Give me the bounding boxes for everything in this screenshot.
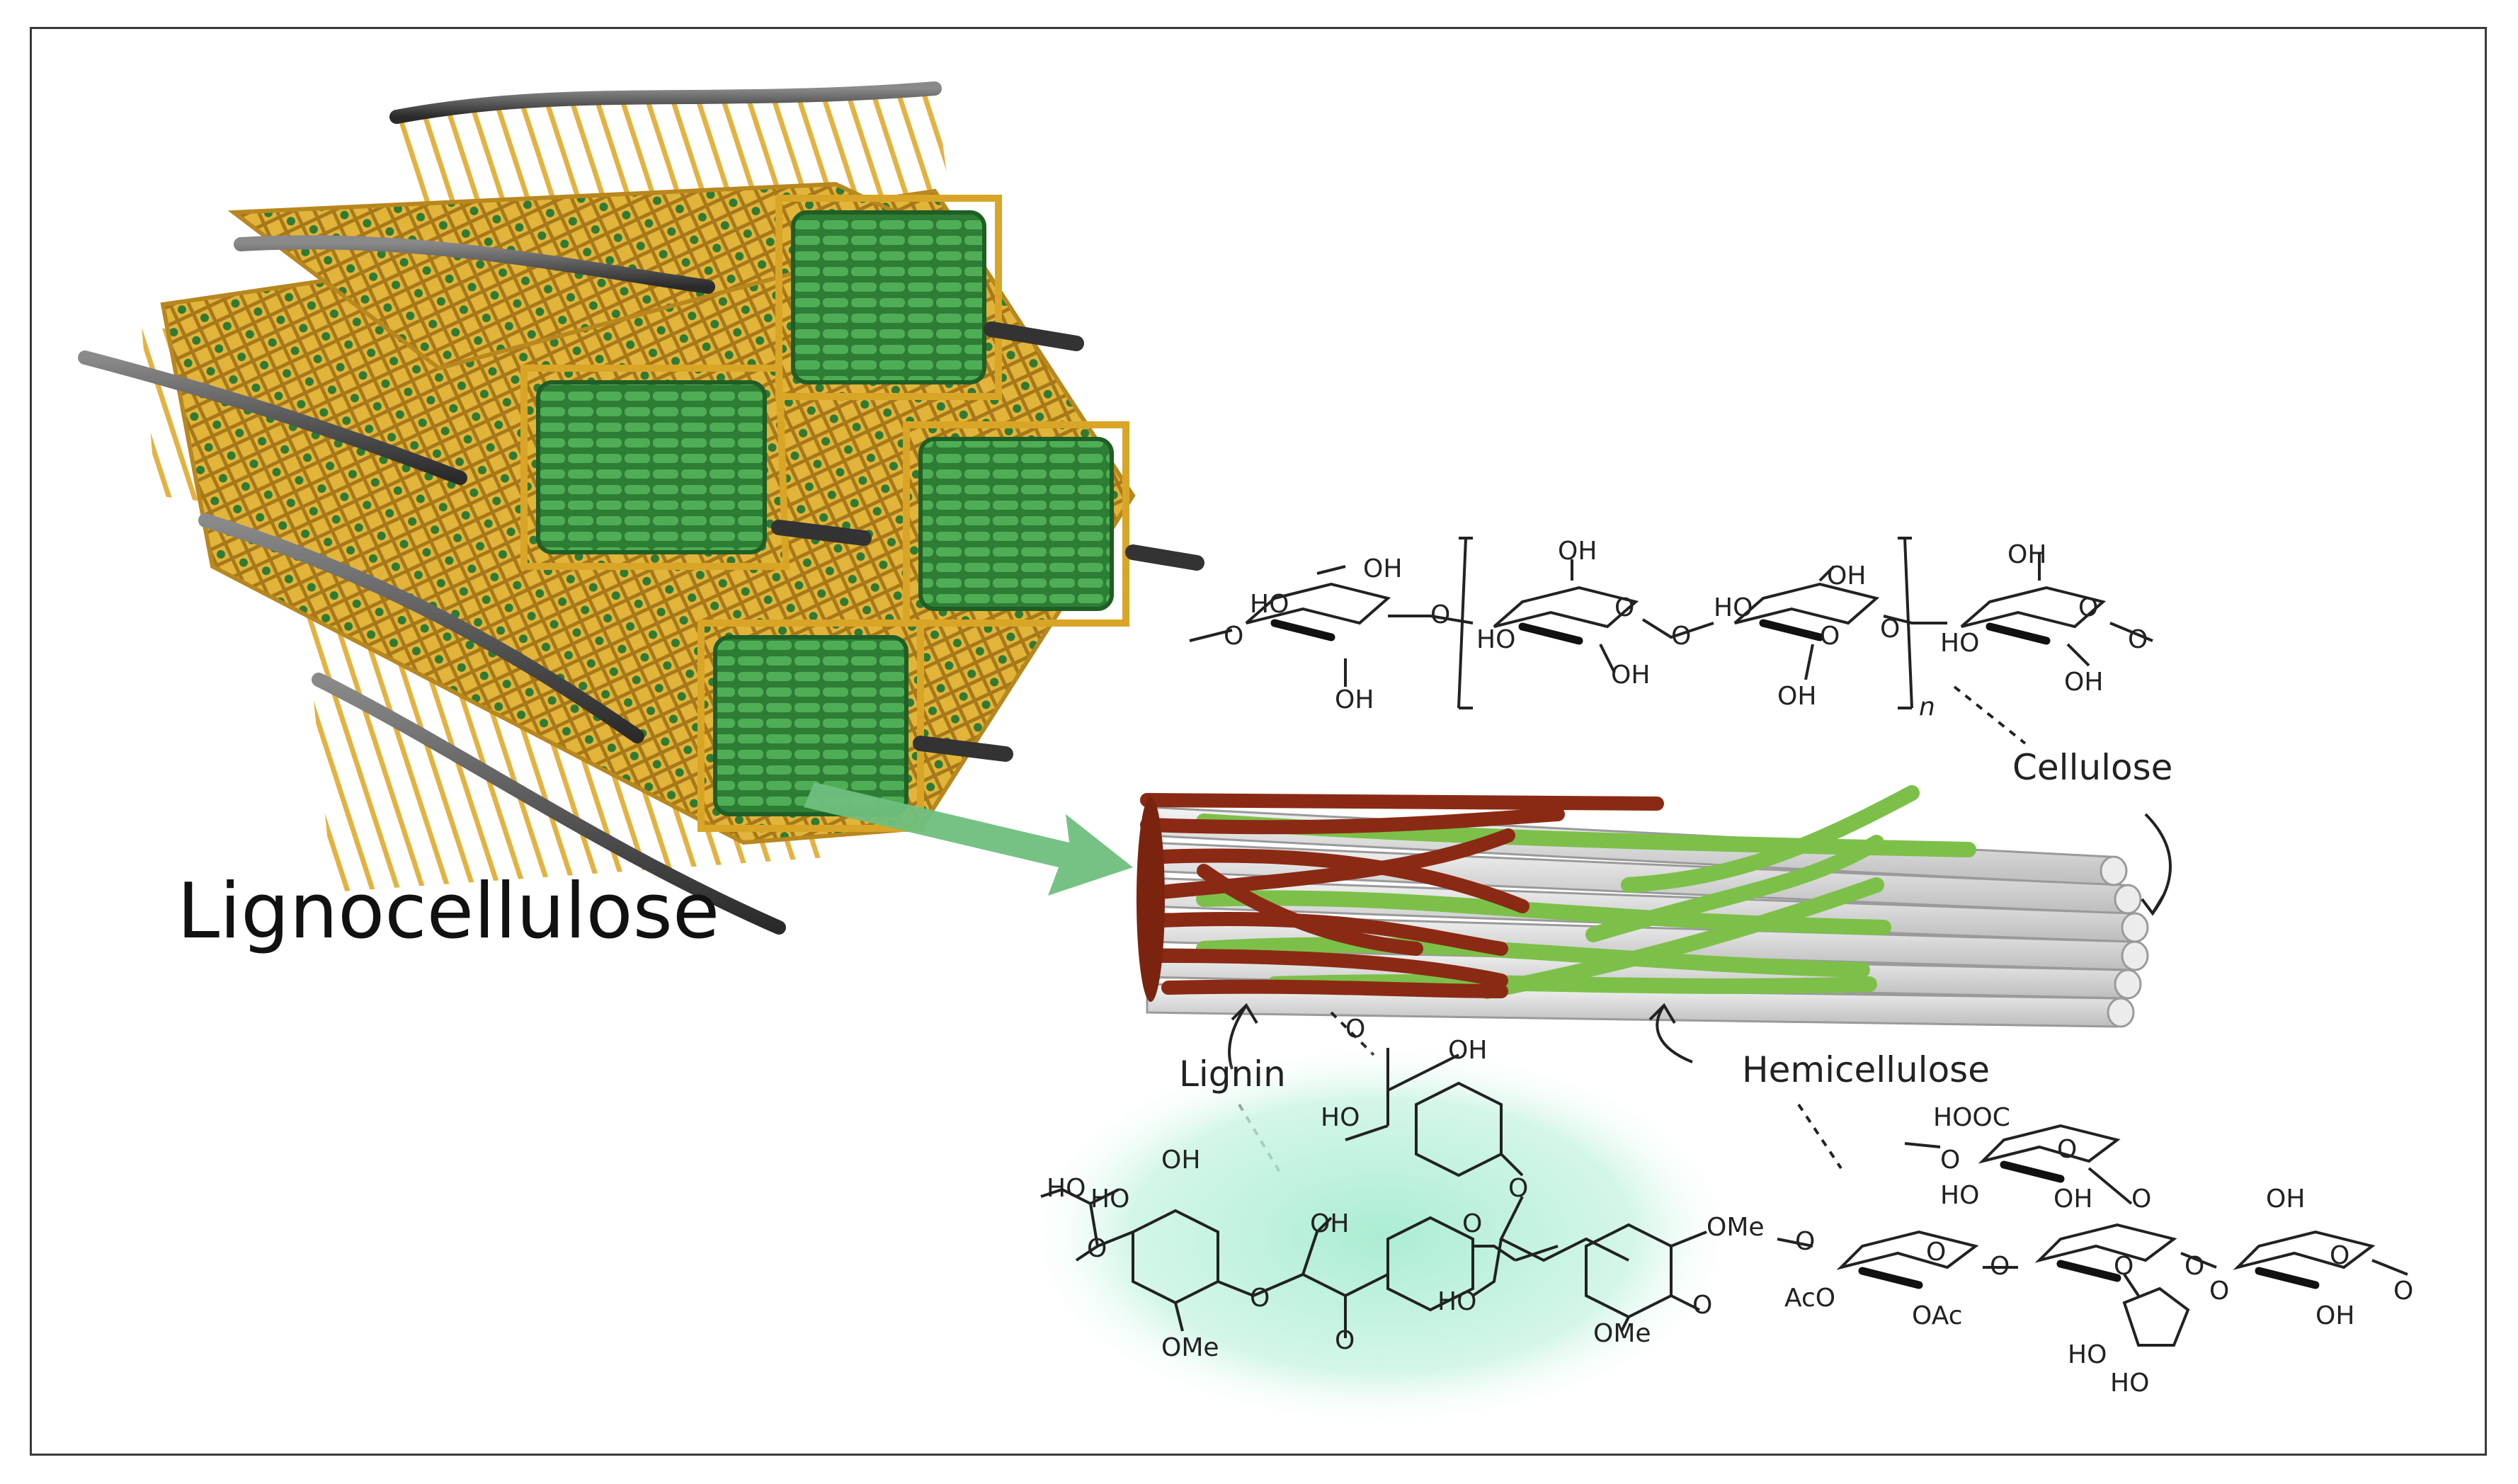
hemicellulose-structure: HOOC O O HO OH OH O O O O O AcO OAc O O … — [1777, 1103, 2413, 1398]
lignin-label-2: HO — [1321, 1103, 1360, 1132]
hemicellulose-label-7: O — [1795, 1227, 1815, 1256]
hemicellulose-label-5: OH — [2266, 1185, 2305, 1214]
lignin-label-14: HO — [1437, 1287, 1476, 1316]
lignin-label-11: O — [1250, 1284, 1270, 1313]
lignin-label-3: HO — [1047, 1174, 1086, 1203]
hemicellulose-label-4: OH — [2053, 1185, 2092, 1214]
hemicellulose-label-14: O — [2209, 1277, 2229, 1306]
zoom-arrow — [804, 782, 1133, 896]
fiber-bundle — [1136, 785, 2149, 1028]
cellulose-label-17: O — [2078, 593, 2098, 622]
cellulose-label-14: OH — [1777, 682, 1816, 711]
cellulose-label-6: OH — [1558, 537, 1597, 566]
lignin-structure: O OH HO HO OH HO O OH O O OMe O OMe O HO… — [1040, 1015, 1765, 1362]
lignin-label-13: O — [1335, 1326, 1355, 1355]
hemicellulose-label-17: HO — [2068, 1340, 2107, 1369]
lignin-label-1: OH — [1448, 1036, 1487, 1065]
lignin-label-12: OMe — [1161, 1333, 1219, 1362]
cellulose-label-11: O — [1820, 622, 1840, 651]
hemicellulose-label-10: O — [2184, 1252, 2204, 1281]
lignin-highlight — [1020, 1041, 1742, 1430]
lignin-label-8: O — [1508, 1174, 1528, 1203]
cellulose-label-1: OH — [1363, 554, 1402, 583]
hemicellulose-label-19: O — [2393, 1277, 2413, 1306]
cellulose-structure: HO OH O O OH HO OH O O HO OH O OH O OH O… — [1189, 537, 2153, 721]
hemicellulose-label-2: O — [2057, 1135, 2077, 1164]
hemicellulose-label-1: O — [1940, 1146, 1960, 1175]
cellulose-label-10: OH — [1611, 661, 1650, 690]
lignin-label-4: OH — [1161, 1146, 1200, 1175]
lignocellulose-bundle — [78, 81, 1204, 935]
hemicellulose-label-16: OH — [2315, 1301, 2354, 1330]
lignin-label-0: O — [1345, 1015, 1365, 1044]
cellulose-label-18: OH — [2064, 668, 2103, 697]
hemicellulose-label-0: HOOC — [1933, 1103, 2010, 1132]
hemicellulose-label-18: HO — [2110, 1369, 2149, 1398]
cellulose-label-0: HO — [1250, 590, 1289, 619]
cellulose-label-9: HO — [1714, 593, 1753, 622]
lignin-label-10: OMe — [1707, 1213, 1765, 1242]
hemicellulose-label-12: OAc — [1912, 1301, 1963, 1330]
hemicellulose-label-9: O — [1990, 1252, 2010, 1281]
lignin-label-5: HO — [1090, 1185, 1129, 1214]
hemicellulose-label-13: O — [2114, 1252, 2134, 1281]
cellulose-label-8: O — [1671, 622, 1691, 651]
lignin-label-9: O — [1462, 1209, 1482, 1238]
hemicellulose-label-8: O — [1926, 1238, 1946, 1267]
cellulose-label-12: OH — [1827, 561, 1866, 590]
hemicellulose-label: Hemicellulose — [1742, 1049, 1990, 1090]
cellulose-label-4: OH — [1335, 685, 1374, 714]
hemicellulose-label-6: O — [2131, 1185, 2151, 1214]
hemicellulose-label-15: O — [2330, 1241, 2349, 1270]
figure-title: Lignocellulose — [177, 867, 720, 956]
cellulose-label: Cellulose — [2012, 747, 2173, 788]
lignin-label-15: OMe — [1593, 1319, 1651, 1348]
hemicellulose-label-11: AcO — [1784, 1284, 1835, 1313]
lignin-label-7: OH — [1310, 1209, 1349, 1238]
cellulose-label-7: O — [1614, 593, 1634, 622]
lignin-label: Lignin — [1179, 1054, 1286, 1095]
cellulose-repeat-index: n — [1919, 692, 1935, 721]
cellulose-label-5: HO — [1476, 625, 1515, 654]
cellulose-label-13: O — [1880, 615, 1900, 644]
hemicellulose-label-3: HO — [1940, 1181, 1979, 1210]
cellulose-label-2: O — [1224, 622, 1243, 651]
cellulose-label-16: HO — [1940, 629, 1979, 658]
lignin-label-16: O — [1692, 1291, 1712, 1320]
lignin-label-6: O — [1087, 1234, 1107, 1263]
cellulose-label-15: OH — [2007, 540, 2046, 569]
cellulose-label-3: O — [1430, 600, 1450, 629]
cellulose-label-19: O — [2128, 625, 2148, 654]
